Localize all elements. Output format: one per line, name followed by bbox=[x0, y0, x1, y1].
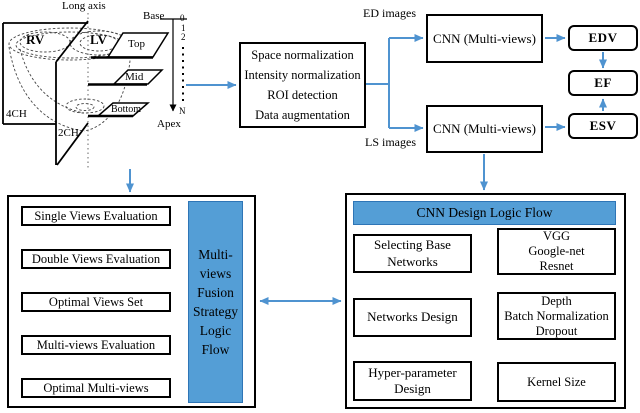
rv-label: RV bbox=[26, 32, 45, 47]
kernel-size-box: Kernel Size bbox=[497, 362, 616, 402]
axis-tick-0: 0 bbox=[180, 13, 185, 23]
cnn-bottom-box: CNN (Multi-views) bbox=[426, 105, 543, 153]
cnn-design-header: CNN Design Logic Flow bbox=[353, 201, 616, 225]
cnn-top-box: CNN (Multi-views) bbox=[426, 14, 543, 63]
axis-tick-1: 1 bbox=[181, 23, 186, 33]
ed-images-label: ED images bbox=[363, 6, 416, 20]
fusion-logic-flow-box: Multi- views Fusion Strategy Logic Flow bbox=[188, 201, 243, 403]
base-label: Base bbox=[143, 10, 165, 22]
slice-planes bbox=[88, 32, 170, 118]
four-chamber-label: 4CH bbox=[6, 108, 27, 120]
edv-box: EDV bbox=[568, 25, 638, 51]
networks-design-box: Networks Design bbox=[353, 298, 472, 337]
long-axis-label: Long axis bbox=[62, 0, 106, 12]
preprocess-box: Space normalization Intensity normalizat… bbox=[239, 42, 366, 128]
esv-box: ESV bbox=[568, 113, 638, 139]
step-double-views: Double Views Evaluation bbox=[21, 249, 171, 269]
base-apex-axis bbox=[160, 18, 187, 112]
base-networks-options-box: VGG Google-net Resnet bbox=[497, 228, 616, 275]
step-single-views: Single Views Evaluation bbox=[21, 206, 171, 226]
lv-label: LV bbox=[90, 32, 107, 47]
axis-tick-n: N bbox=[179, 106, 186, 116]
axis-tick-2: 2 bbox=[181, 32, 186, 42]
slice-bottom-label: Bottom bbox=[111, 104, 142, 115]
selecting-base-networks-box: Selecting Base Networks bbox=[353, 234, 472, 273]
hyper-parameter-design-box: Hyper-parameter Design bbox=[353, 361, 472, 401]
chamber-planes bbox=[2, 20, 89, 166]
slice-mid-label: Mid bbox=[125, 71, 144, 83]
apex-label: Apex bbox=[157, 118, 181, 130]
step-multi-views-eval: Multi-views Evaluation bbox=[21, 335, 171, 355]
step-optimal-multi-views: Optimal Multi-views bbox=[21, 378, 171, 398]
ef-box: EF bbox=[568, 70, 638, 96]
networks-design-options-box: Depth Batch Normalization Dropout bbox=[497, 292, 616, 340]
step-optimal-views-set: Optimal Views Set bbox=[21, 292, 171, 312]
slice-top-label: Top bbox=[128, 38, 145, 50]
ls-images-label: LS images bbox=[365, 135, 416, 149]
branch-lines bbox=[366, 38, 390, 128]
two-chamber-label: 2CH bbox=[58, 127, 79, 139]
